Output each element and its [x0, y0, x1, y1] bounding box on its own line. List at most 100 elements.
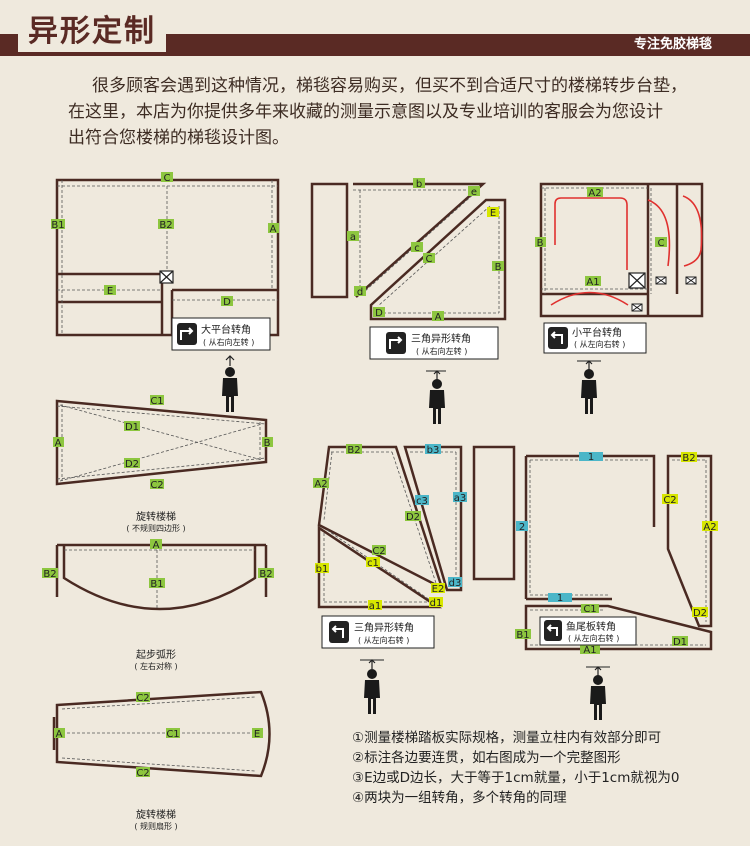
ft-caption-sub: ( 从左向右转 ): [568, 633, 619, 643]
spiral-quad-dashes: [56, 404, 267, 482]
large-platform-caption: 大平台转角 ( 从右向左转 ): [171, 317, 271, 351]
intro-line-3: 出符合您楼梯的梯毯设计图。: [68, 128, 289, 148]
spiral-quad-labels: C1 A B D1 D2 C2: [53, 395, 273, 491]
sf-label-c2-bottom: C2: [136, 768, 149, 779]
as-caption-title: 起步弧形: [136, 648, 176, 661]
sq-caption-title: 旋转楼梯: [136, 510, 176, 523]
sf-label-a: A: [56, 729, 63, 740]
lp-caption-sub: ( 从右向左转 ): [203, 337, 254, 347]
ft-label-b1: B1: [516, 630, 529, 641]
tr-caption-title: 三角异形转角: [354, 621, 414, 634]
ft-label-1-top: 1: [588, 452, 594, 463]
sp-caption-title: 小平台转角: [572, 326, 622, 339]
diagram-triangle-left: [310, 182, 507, 321]
tr-label-b3: b3: [427, 445, 440, 456]
small-platform-post: [628, 272, 646, 289]
ft-label-c1: C1: [583, 604, 596, 615]
page-title: 异形定制: [28, 14, 156, 49]
tl-label-e-big: E: [490, 208, 496, 219]
header: 异形定制 专注免胶梯毯: [0, 8, 750, 56]
sp-label-c: C: [658, 238, 665, 249]
fishtail-labels: 1 B2 C2 2 A2 1 C1 D2 B1 D1 A1: [515, 452, 718, 656]
lp-label-b1: B1: [51, 220, 64, 231]
tr-label-a3: a3: [454, 493, 467, 504]
person-icon: [577, 360, 601, 414]
diagram-arc-start: [55, 543, 268, 611]
tl-label-c-small: c: [414, 243, 420, 254]
title-box: 异形定制: [18, 12, 166, 52]
notes-list: ①测量楼梯踏板实际规格，测量立柱内有效部分即可 ②标注各边要连贯，如右图成为一个…: [352, 728, 679, 808]
arc-start-labels: A B2 B1 B2: [42, 539, 274, 590]
ft-label-a1: A1: [583, 645, 596, 656]
tagline: 专注免胶梯毯: [633, 37, 712, 52]
triangle-right-labels: B2 b3 A2 c3 a3 D2 C2 c1 b1 E2 d3 a1 d1: [313, 444, 467, 612]
turn-left-icon: [389, 336, 403, 349]
sq-label-c2: C2: [150, 480, 163, 491]
tr-label-c1: c1: [367, 558, 379, 569]
sq-label-b: B: [264, 438, 271, 449]
sf-label-e: E: [254, 729, 260, 740]
tl-label-e: e: [471, 187, 477, 198]
sq-caption-sub: ( 不规则四边形 ): [126, 523, 185, 533]
tl-caption-title: 三角异形转角: [411, 332, 471, 345]
lp-label-e: E: [107, 286, 113, 297]
turn-right-icon: [550, 331, 563, 344]
as-label-a: A: [153, 540, 160, 551]
tr-label-c3: c3: [416, 496, 428, 507]
diagram-large-platform: [55, 178, 280, 337]
note-item-4: ④两块为一组转角，多个转角的同理: [352, 790, 567, 806]
intro-line-2: 在这里，本店为你提供多年来收藏的测量示意图以及专业培训的客服会为您设计: [68, 102, 663, 122]
triangle-left-labels: b e a c C E B d D A: [347, 178, 504, 323]
triangle-right-dashes: [323, 451, 457, 603]
ft-label-c2: C2: [663, 495, 676, 506]
tl-label-a: a: [350, 232, 356, 243]
tl-label-d-big: D: [375, 308, 383, 319]
diagram-spiral-quad: [55, 399, 268, 486]
spiral-fan-dashes: [61, 696, 262, 772]
as-label-b2-right: B2: [259, 569, 272, 580]
tr-label-b2: B2: [347, 445, 360, 456]
as-label-b2-left: B2: [43, 569, 56, 580]
person-icon: [360, 659, 384, 714]
tl-label-b: b: [416, 179, 422, 190]
tr-label-d1: d1: [430, 598, 443, 609]
sq-label-d2: D2: [125, 459, 139, 470]
tr-label-a2: A2: [314, 479, 327, 490]
ft-label-b2: B2: [682, 453, 695, 464]
sq-label-d1: D1: [125, 422, 139, 433]
person-icon: [586, 666, 610, 720]
sp-caption-sub: ( 从左向右转 ): [574, 339, 625, 349]
ft-label-1: 1: [557, 593, 563, 604]
intro-line-1: 很多顾客会遇到这种情况，梯毯容易购买，但买不到合适尺寸的楼梯转步台垫，: [92, 76, 687, 96]
spiral-fan-labels: C2 A C1 E C2: [54, 692, 263, 779]
sq-label-c1: C1: [150, 396, 163, 407]
sf-caption-title: 旋转楼梯: [136, 808, 176, 821]
diagram-triangle-right: [317, 445, 516, 609]
ft-caption-title: 鱼尾板转角: [566, 620, 616, 633]
ft-label-d2: D2: [693, 608, 707, 619]
triangle-right-caption: 三角异形转角 ( 从左向右转 ): [321, 615, 435, 649]
diagram-small-platform: [539, 182, 704, 318]
small-platform-caption: 小平台转角 ( 从左向右转 ): [543, 322, 647, 354]
tr-label-a1: a1: [369, 601, 382, 612]
small-platform-red: [550, 195, 703, 306]
diagram-large-platform-post: [159, 270, 174, 284]
note-item-3: ③E边或D边长，大于等于1cm就量，小于1cm就视为0: [352, 770, 680, 786]
tl-label-c-big: C: [426, 254, 433, 265]
tr-caption-sub: ( 从左向右转 ): [358, 635, 409, 645]
sf-caption-sub: ( 规则扇形 ): [134, 821, 177, 831]
turn-left-icon: [180, 327, 194, 340]
tr-label-d2: D2: [406, 512, 420, 523]
as-label-b1: B1: [150, 579, 163, 590]
tl-label-b-big: B: [495, 262, 502, 273]
lp-label-a: A: [270, 224, 277, 235]
sq-label-a: A: [55, 438, 62, 449]
person-icon: [222, 355, 238, 412]
lp-label-c: C: [164, 173, 171, 184]
sp-label-b: B: [537, 238, 544, 249]
turn-right-icon: [331, 625, 344, 638]
fishtail-caption: 鱼尾板转角 ( 从左向右转 ): [539, 616, 637, 646]
diagram-spiral-fan: [52, 690, 271, 778]
lp-caption-title: 大平台转角: [201, 323, 251, 336]
